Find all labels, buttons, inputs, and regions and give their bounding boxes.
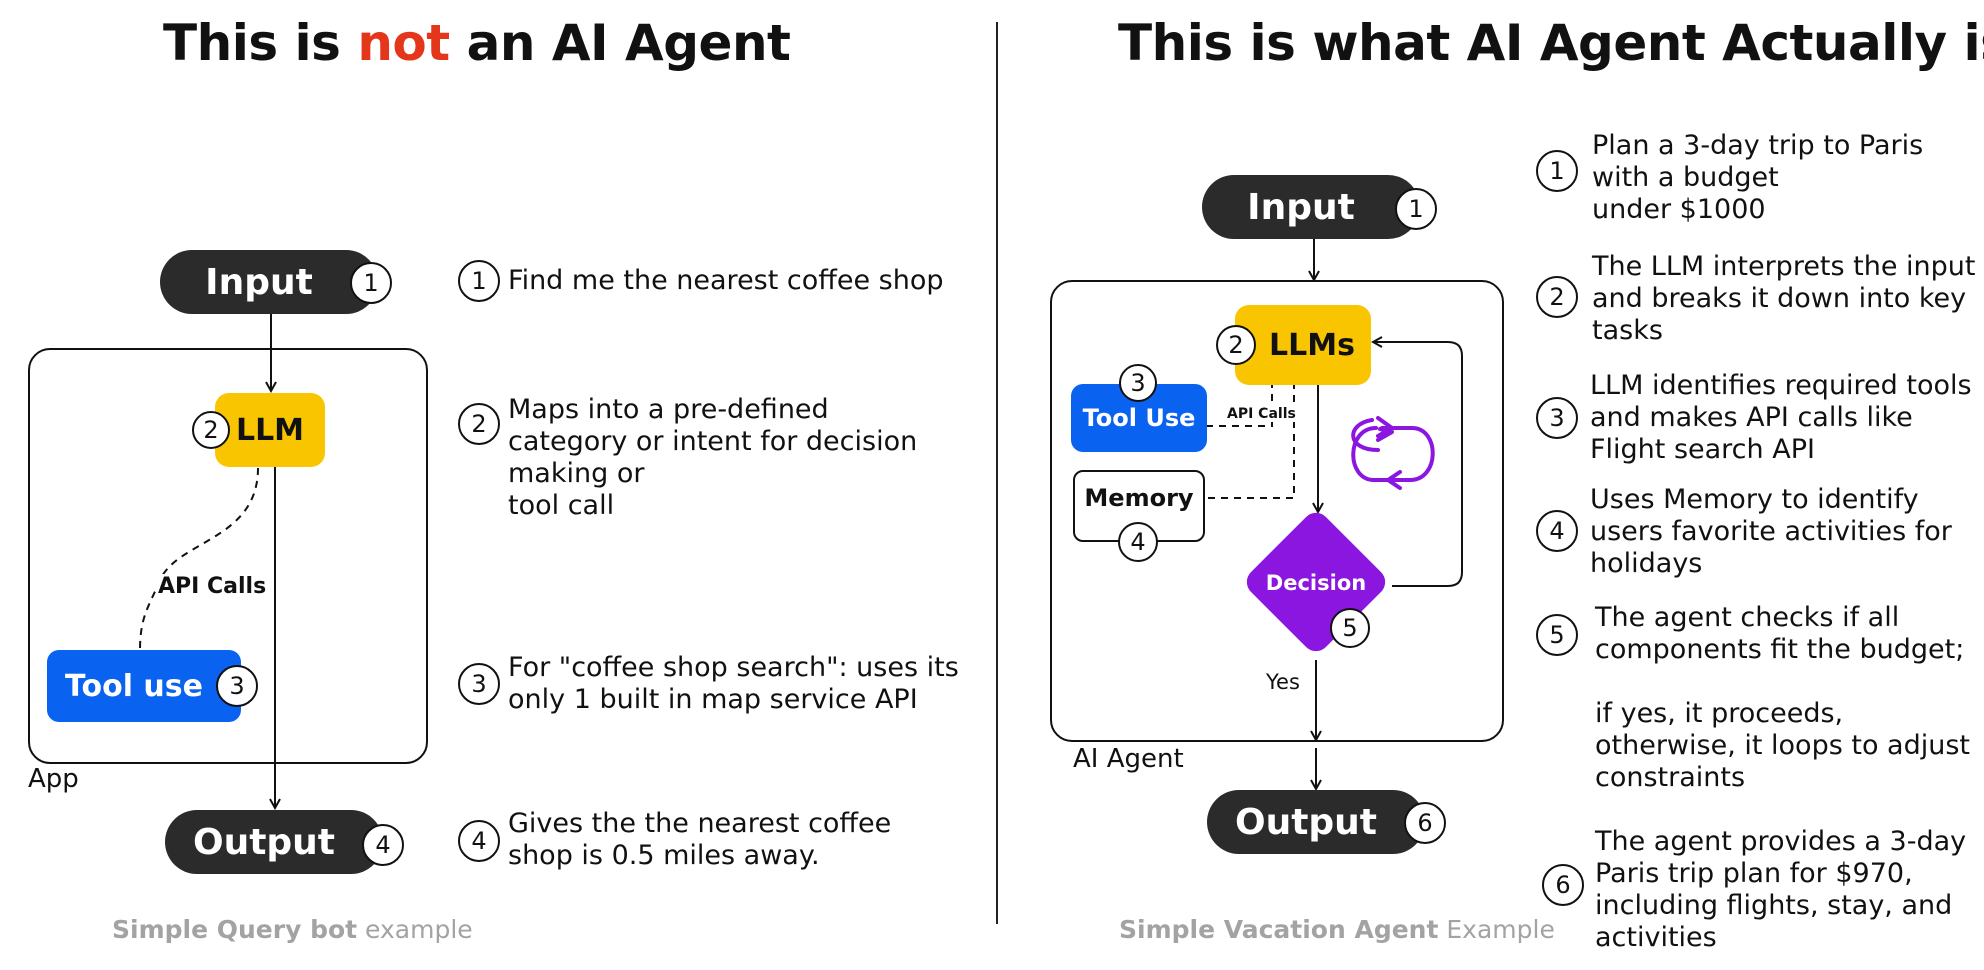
left-llm-node: LLM (215, 393, 325, 467)
right-memory-badge: 4 (1118, 522, 1158, 562)
left-tool-node: Tool use (47, 650, 241, 722)
right-step-3-text: LLM identifies required tools and makes … (1590, 370, 1972, 465)
right-input-badge: 1 (1395, 188, 1437, 230)
right-memory-line (1208, 385, 1295, 499)
right-caption: Simple Vacation Agent Example (1119, 915, 1555, 944)
right-title: This is what AI Agent Actually is (1118, 14, 1984, 72)
right-decision-badge: 5 (1330, 608, 1370, 648)
center-divider (996, 22, 998, 924)
left-step-1-badge: 1 (458, 260, 500, 302)
ai-agent-container (1050, 280, 1504, 742)
right-loop-back-arrow (1373, 342, 1463, 587)
right-api-calls-label: API Calls (1227, 406, 1296, 422)
left-step-2-badge: 2 (458, 403, 500, 445)
right-llm-badge: 2 (1216, 325, 1256, 365)
left-title-highlight: not (357, 14, 450, 72)
right-step-5-badge: 5 (1536, 614, 1578, 656)
right-step-4-badge: 4 (1536, 510, 1578, 552)
right-tool-badge: 3 (1119, 364, 1157, 402)
left-output-badge: 4 (362, 824, 404, 866)
left-step-2-text: Maps into a pre-defined category or inte… (508, 394, 918, 521)
right-step-2-text: The LLM interprets the input and breaks … (1592, 251, 1976, 346)
left-step-1-text: Find me the nearest coffee shop (508, 265, 944, 296)
right-output-badge: 6 (1404, 802, 1446, 844)
app-label: App (28, 764, 79, 794)
app-container (28, 348, 428, 764)
left-api-calls-line (139, 467, 259, 651)
right-step-5-text: The agent checks if all components fit t… (1595, 602, 1970, 793)
left-tool-badge: 3 (216, 665, 258, 707)
ai-agent-label: AI Agent (1073, 744, 1184, 774)
right-step-3-badge: 3 (1536, 397, 1578, 439)
left-step-3-text: For "coffee shop search": uses its only … (508, 652, 959, 715)
right-step-6-text: The agent provides a 3-day Paris trip pl… (1595, 826, 1967, 953)
right-input-pill: Input (1202, 175, 1420, 239)
left-input-badge: 1 (350, 262, 392, 304)
left-caption: Simple Query bot example (112, 915, 473, 944)
left-llm-badge: 2 (192, 411, 230, 449)
right-tool-api-line (1206, 385, 1273, 427)
right-step-1-text: Plan a 3-day trip to Paris with a budget… (1592, 130, 1924, 225)
right-yes-label: Yes (1266, 670, 1300, 694)
right-decision-label: Decision (1265, 571, 1367, 595)
right-step-2-badge: 2 (1536, 276, 1578, 318)
right-output-pill: Output (1207, 790, 1425, 854)
right-llm-node: LLMs (1235, 305, 1371, 385)
left-title: This is not an AI Agent (163, 14, 791, 72)
left-input-pill: Input (160, 250, 378, 314)
right-step-1-badge: 1 (1536, 150, 1578, 192)
left-step-4-text: Gives the the nearest coffee shop is 0.5… (508, 808, 892, 871)
right-step-4-text: Uses Memory to identify users favorite a… (1590, 484, 1952, 579)
left-output-pill: Output (165, 810, 383, 874)
left-step-3-badge: 3 (458, 663, 500, 705)
right-step-6-badge: 6 (1542, 864, 1584, 906)
left-step-4-badge: 4 (458, 820, 500, 862)
left-api-calls-label: API Calls (156, 574, 269, 599)
